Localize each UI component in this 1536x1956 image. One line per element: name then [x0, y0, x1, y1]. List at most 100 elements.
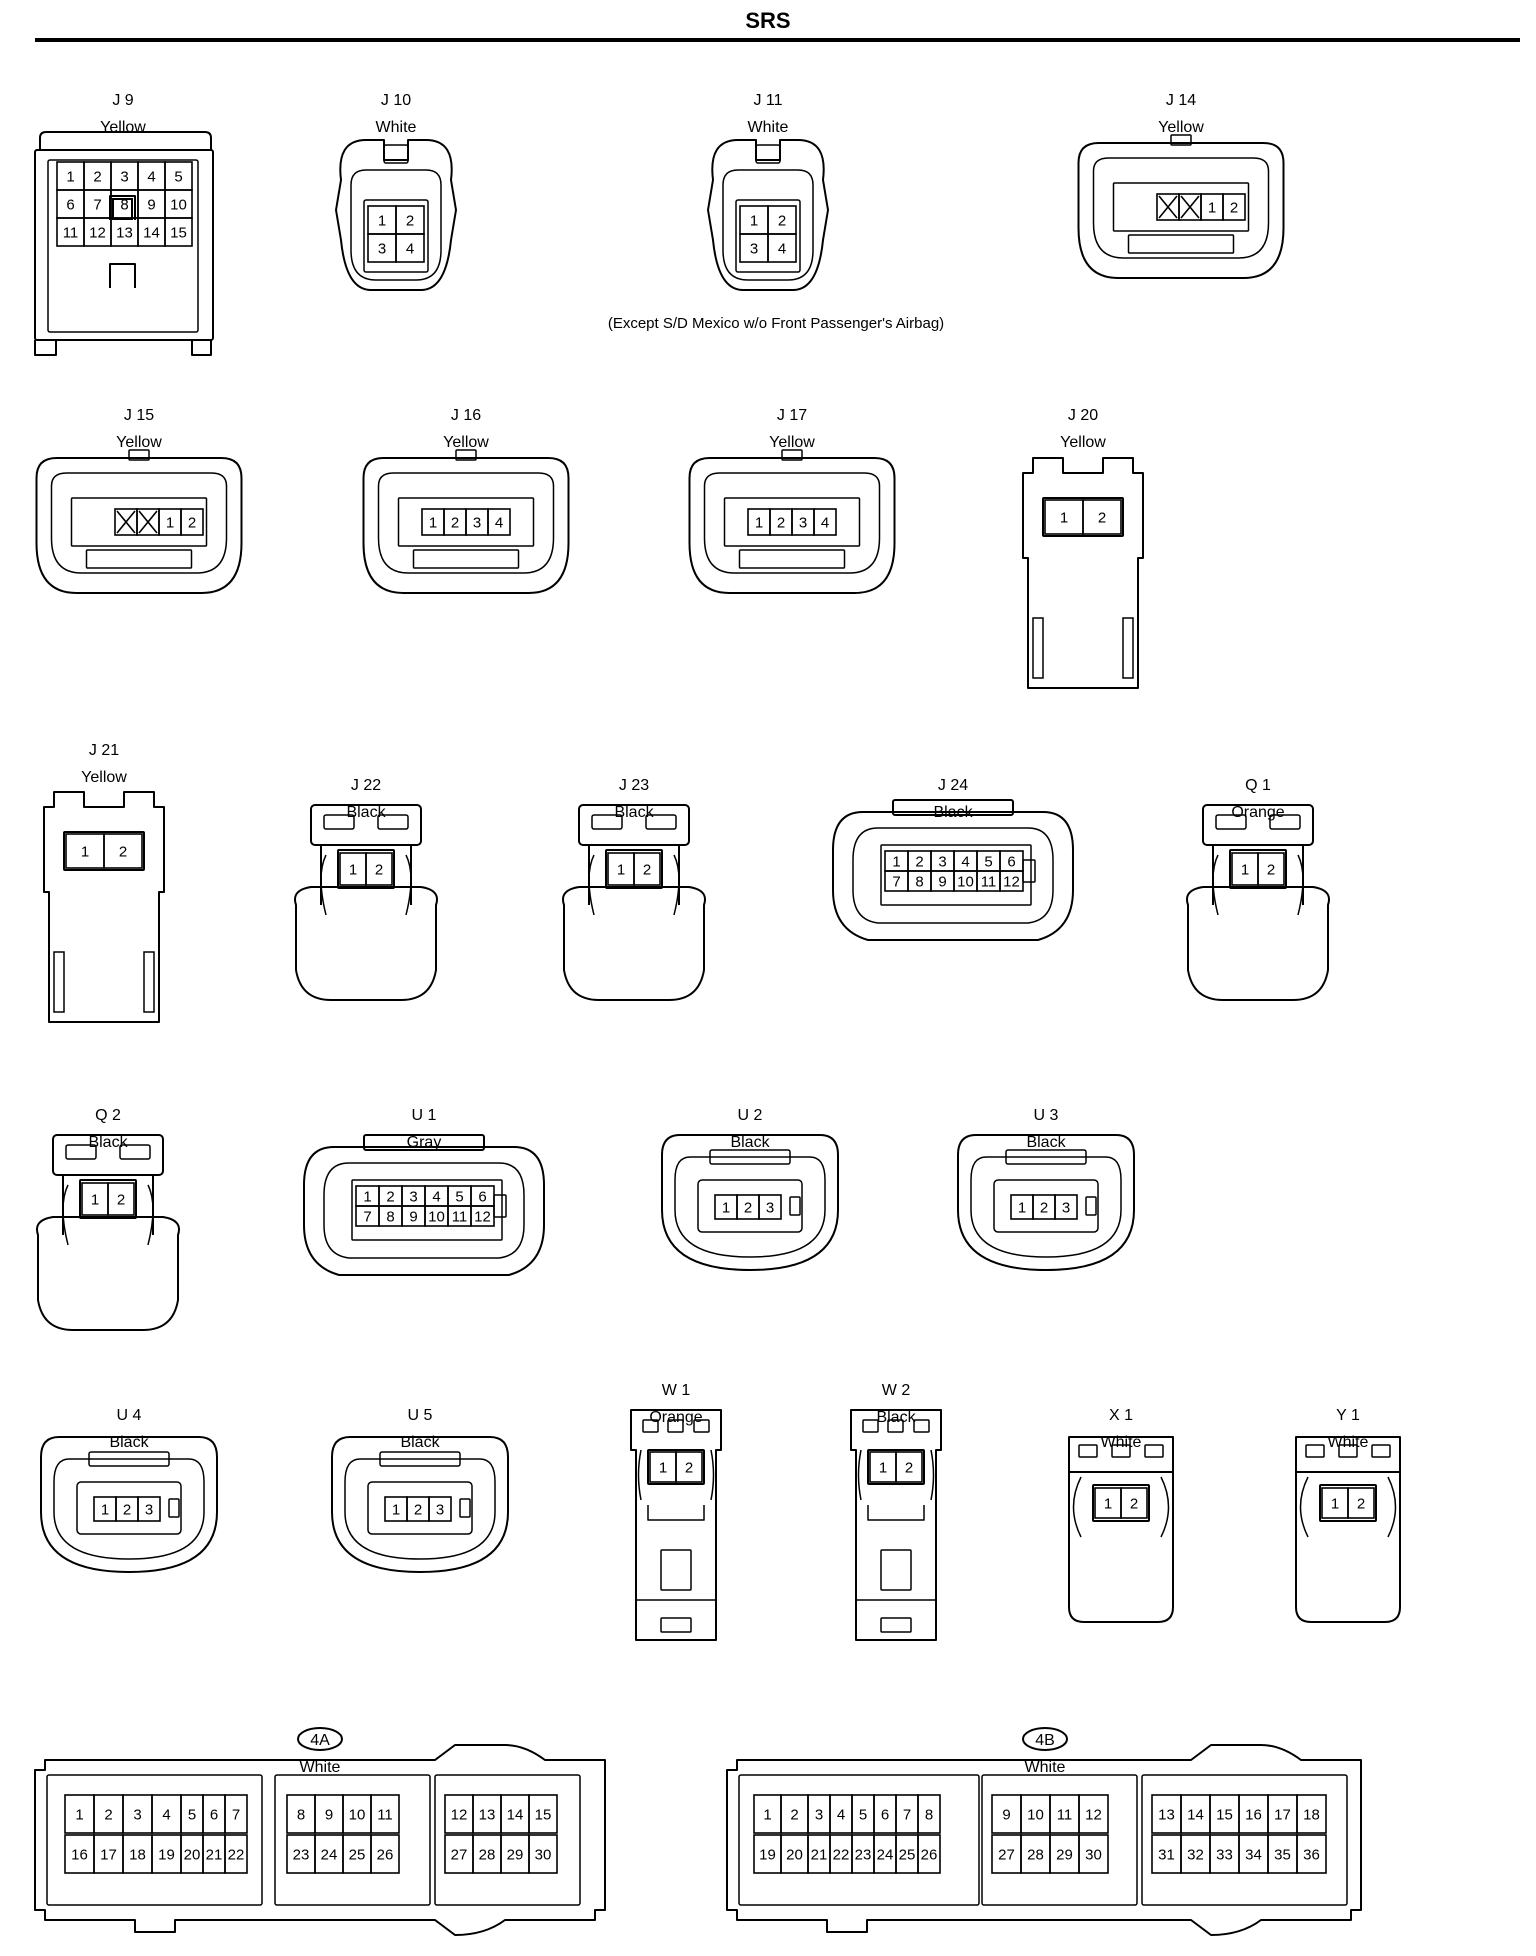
pin-number: 4 [162, 1807, 170, 1824]
pin-number: 6 [1007, 854, 1015, 871]
pin-cell [370, 1794, 400, 1834]
pin-cell [224, 1794, 248, 1834]
pin-number: 9 [325, 1807, 333, 1824]
pin-cell [1054, 1194, 1078, 1220]
pin-cell [1082, 499, 1122, 535]
pin-number: 30 [535, 1847, 552, 1864]
pin-number: 5 [174, 169, 182, 186]
connector-u5-color: Black [400, 1434, 440, 1451]
connector-u2-id: U 2 [738, 1107, 763, 1124]
pin-number: 23 [855, 1847, 872, 1864]
pin-number: 30 [1085, 1847, 1102, 1864]
pin-number: 1 [392, 1502, 400, 1519]
pin-number: 36 [1303, 1847, 1320, 1864]
connector-u1-color: Gray [407, 1134, 442, 1151]
pin-number: 6 [881, 1807, 889, 1824]
pin-number: 22 [833, 1847, 850, 1864]
pin-number: 27 [998, 1847, 1015, 1864]
pin-number: 23 [293, 1847, 310, 1864]
pin-number: 24 [877, 1847, 894, 1864]
pin-number: 9 [409, 1209, 417, 1226]
pin-number: 2 [1098, 510, 1106, 527]
pin-number: 1 [66, 169, 74, 186]
pin-cell [1078, 1834, 1109, 1874]
pin-number: 4 [961, 854, 969, 871]
pin-number: 13 [479, 1807, 496, 1824]
pin-number: 20 [184, 1847, 201, 1864]
pin-cell [767, 233, 797, 263]
pin-cell [1296, 1834, 1327, 1874]
pin-number: 1 [1331, 1496, 1339, 1513]
connector-4a-id: 4A [310, 1732, 330, 1749]
pin-number: 25 [349, 1847, 366, 1864]
pin-number: 2 [117, 1192, 125, 1209]
pin-number: 12 [474, 1209, 491, 1226]
connector-4a-badge-icon [297, 1727, 343, 1751]
connector-u3-id: U 3 [1034, 1107, 1059, 1124]
pin-cell [137, 1496, 161, 1522]
pin-number: 3 [378, 241, 386, 258]
pin-number: 2 [1230, 200, 1238, 217]
pin-number: 3 [938, 854, 946, 871]
pin-number: 27 [451, 1847, 468, 1864]
connector-4b-color: White [1025, 1759, 1066, 1776]
pin-number: 19 [158, 1847, 175, 1864]
pin-number: 11 [981, 874, 997, 891]
connector-j9-id: J 9 [112, 92, 133, 109]
connector-j11-id: J 11 [753, 92, 782, 109]
pin-number: 16 [1245, 1807, 1262, 1824]
pin-number: 2 [1267, 862, 1275, 879]
pin-number: 8 [297, 1807, 305, 1824]
pin-number: 33 [1216, 1847, 1233, 1864]
pin-number: 9 [1002, 1807, 1010, 1824]
pin-number: 10 [957, 874, 974, 891]
pin-number: 1 [750, 213, 758, 230]
connector-q1-color: Orange [1231, 804, 1284, 821]
pin-number: 35 [1274, 1847, 1291, 1864]
pin-number: 11 [452, 1209, 468, 1226]
connector-j14-id: J 14 [1166, 92, 1196, 109]
pin-number: 18 [129, 1847, 146, 1864]
pin-number: 34 [1245, 1847, 1262, 1864]
pin-number: 26 [921, 1847, 938, 1864]
pin-cell [895, 1451, 923, 1483]
pin-cell [395, 233, 425, 263]
connector-j17-id: J 17 [777, 407, 807, 424]
pin-number: 9 [147, 197, 155, 214]
pin-number: 14 [143, 225, 160, 242]
pin-number: 1 [1060, 510, 1068, 527]
pin-cell [1347, 1487, 1375, 1519]
pin-number: 22 [228, 1847, 245, 1864]
pin-cell [813, 508, 837, 536]
connector-u5-id: U 5 [408, 1407, 433, 1424]
pin-number: 5 [984, 854, 992, 871]
pin-cell [1222, 193, 1246, 221]
pin-number: 1 [363, 1189, 371, 1206]
pin-cell [470, 1205, 495, 1227]
pin-number: 6 [478, 1189, 486, 1206]
connector-j16-id: J 16 [451, 407, 481, 424]
connector-y1-id: Y 1 [1336, 1407, 1360, 1424]
pin-number: 8 [386, 1209, 394, 1226]
pin-number: 10 [170, 197, 187, 214]
page-title: SRS [745, 8, 791, 33]
pin-number: 8 [120, 197, 128, 214]
pin-number: 2 [123, 1502, 131, 1519]
connector-u3-color: Black [1026, 1134, 1066, 1151]
pin-cell [675, 1451, 703, 1483]
pin-cell [528, 1794, 558, 1834]
pin-number: 17 [100, 1847, 117, 1864]
